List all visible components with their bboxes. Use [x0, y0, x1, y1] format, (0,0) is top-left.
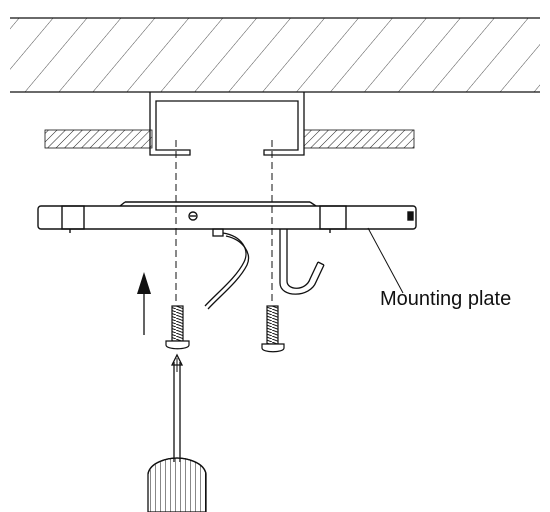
u-channel-bracket [149, 92, 305, 156]
callout-leader [367, 227, 404, 294]
ground-wire [204, 228, 250, 310]
ceiling-slab [10, 17, 540, 93]
right-screw [261, 305, 285, 353]
up-arrow [137, 272, 151, 335]
screwdriver [147, 353, 207, 512]
mounting-plate [37, 201, 417, 233]
safety-hook [279, 229, 325, 295]
ceiling-panel-right [303, 129, 415, 149]
left-screw [165, 305, 190, 350]
guide-lines [175, 140, 273, 305]
ceiling-panel-left [44, 129, 153, 149]
mounting-plate-label: Mounting plate [380, 288, 511, 310]
